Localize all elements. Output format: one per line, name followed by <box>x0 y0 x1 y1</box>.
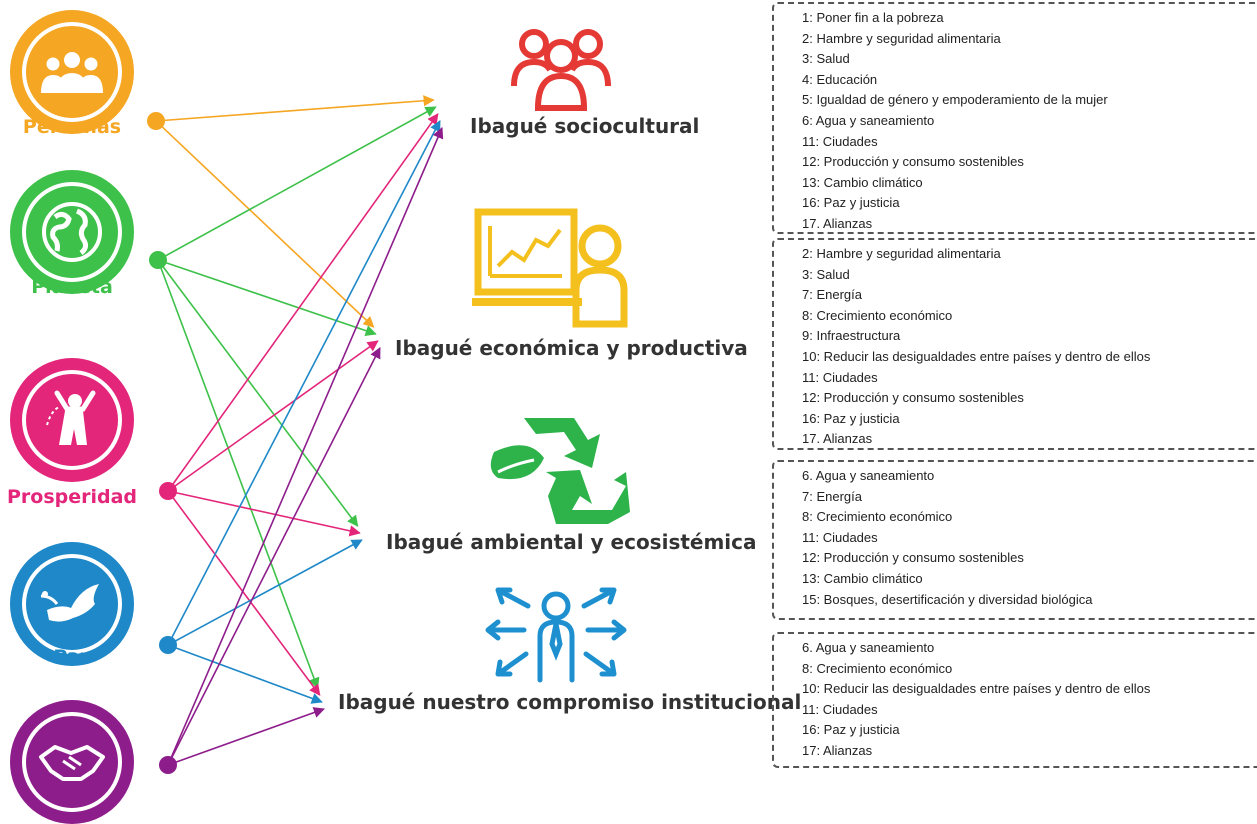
person-arms-raised-icon <box>46 390 96 445</box>
goal-item: 13: Cambio climático <box>802 174 923 190</box>
dimension-title: Ibagué sociocultural <box>470 114 700 138</box>
dimension-title: Ibagué ambiental y ecosistémica <box>386 530 757 554</box>
pillar-label: Personas <box>22 116 122 138</box>
goal-item: 3: Salud <box>802 266 850 282</box>
arrow-paz-to-institucional <box>167 644 323 704</box>
goal-item: 8: Crecimiento económico <box>802 307 953 323</box>
pillar-label: Planeta <box>31 276 113 298</box>
person-network-arrows-icon <box>485 587 627 683</box>
goal-item: 17. Alianzas <box>802 215 873 231</box>
pillar-label: Prosperidad <box>6 486 138 508</box>
handshake-icon <box>39 745 105 781</box>
goal-list-economica: 2: Hambre y seguridad alimentaria 3: Salu… <box>772 238 1257 450</box>
goal-list-institucional: 6. Agua y saneamiento 8: Crecimiento econ… <box>772 632 1257 768</box>
paz-badge <box>10 542 134 666</box>
goal-item: 2: Hambre y seguridad alimentaria <box>802 246 1001 261</box>
arrow-planeta-to-ambiental <box>157 259 359 527</box>
goal-item: 5: Igualdad de género y empoderamiento d… <box>802 92 1108 108</box>
arrow-paz-to-ambiental <box>167 539 363 646</box>
goal-item: 7: Energía <box>802 488 862 504</box>
arrow-planeta-to-institucional <box>157 259 320 690</box>
goal-item: 12: Producción y consumo sostenibles <box>802 390 1024 406</box>
arrow-paz-to-sociocultural <box>167 120 441 646</box>
goal-list-sociocultural: 1: Poner fin a la pobreza 2: Hambre y seg… <box>772 2 1257 234</box>
prosperidad-badge <box>10 358 134 482</box>
goal-item: 3: Salud <box>802 51 850 67</box>
arrow-prosperidad-to-ambiental <box>167 490 361 537</box>
dimension-title: Ibagué nuestro compromiso institucional <box>338 690 802 714</box>
goal-item: 10: Reducir las desigualdades entre país… <box>802 348 1151 364</box>
goal-list-ambiental: 6. Agua y saneamiento 7: Energía 8: Crecim… <box>772 460 1257 620</box>
connector-dot-alianzas <box>159 756 177 774</box>
goal-item: 11: Ciudades <box>802 133 878 149</box>
personas-badge <box>10 10 134 134</box>
arrow-planeta-to-economica <box>157 259 377 337</box>
alianzas-badge <box>10 700 134 824</box>
goal-item: 8: Crecimiento económico <box>802 660 953 676</box>
goal-item: 11: Ciudades <box>802 529 878 545</box>
goal-item: 16: Paz y justicia <box>802 195 900 211</box>
goal-item: 4: Educación <box>802 71 878 87</box>
presentation-chart-person-icon <box>472 208 628 328</box>
goal-item: 10: Reducir las desigualdades entre país… <box>802 681 1151 697</box>
goal-item: 12: Producción y consumo sostenibles <box>802 154 1024 170</box>
connector-dot-planeta <box>149 251 167 269</box>
arrow-prosperidad-to-institucional <box>167 490 321 696</box>
planeta-badge <box>10 170 134 294</box>
people-group-icon <box>41 52 103 93</box>
goal-item: 15: Bosques, desertificación y diversida… <box>802 591 1093 607</box>
dimension-title: Ibagué económica y productiva <box>395 336 748 360</box>
goal-item: 8: Crecimiento económico <box>802 509 953 525</box>
goal-item: 2: Hambre y seguridad alimentaria <box>802 30 1001 46</box>
pillar-label: Paz <box>53 646 91 668</box>
arrow-prosperidad-to-economica <box>167 340 379 492</box>
globe-icon <box>42 202 102 262</box>
goal-item: 6: Agua y saneamiento <box>802 112 935 128</box>
goal-item: 11: Ciudades <box>802 701 878 717</box>
goal-item: 11: Ciudades <box>802 369 878 385</box>
goal-item: 17. Alianzas <box>802 431 873 447</box>
arrow-personas-to-economica <box>155 120 375 328</box>
arrow-prosperidad-to-sociocultural <box>167 113 439 492</box>
goal-item: 9: Infraestructura <box>802 328 901 344</box>
goal-item: 12: Producción y consumo sostenibles <box>802 550 1024 566</box>
goal-item: 16: Paz y justicia <box>802 410 900 426</box>
arrow-alianzas-to-sociocultural <box>167 126 444 766</box>
people-group-outline-icon <box>511 29 611 111</box>
arrow-alianzas-to-institucional <box>167 707 325 766</box>
recycle-leaf-icon <box>490 418 630 524</box>
goal-item: 7: Energía <box>802 287 862 303</box>
goal-item: 17: Alianzas <box>802 742 873 758</box>
goal-item: 13: Cambio climático <box>802 570 923 586</box>
arrow-personas-to-sociocultural <box>155 95 435 122</box>
goal-item: 6. Agua y saneamiento <box>802 640 935 655</box>
goal-item: 16: Paz y justicia <box>802 722 900 738</box>
arrow-planeta-to-sociocultural <box>157 106 437 261</box>
goal-item: 1: Poner fin a la pobreza <box>802 10 944 25</box>
dove-icon <box>40 584 99 622</box>
goal-item: 6. Agua y saneamiento <box>802 468 935 483</box>
